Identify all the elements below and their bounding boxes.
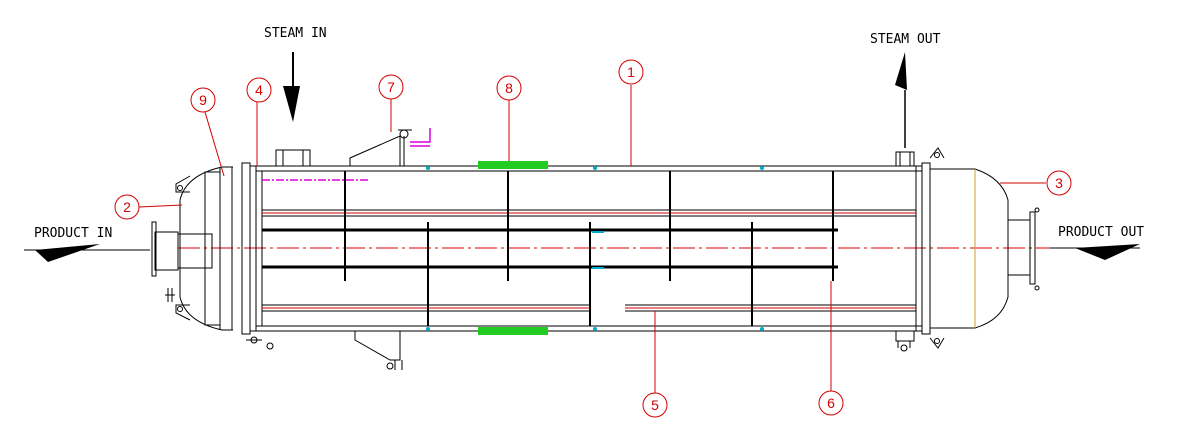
- inlet-head: [165, 162, 257, 335]
- svg-text:7: 7: [387, 79, 395, 95]
- insulation-band-bottom: [478, 327, 548, 335]
- steam-in-label: STEAM IN: [264, 26, 327, 41]
- tube-bundle: [262, 209, 916, 312]
- callout-9: 9: [190, 87, 225, 177]
- callout-2: 2: [114, 194, 183, 220]
- drain-fittings: [246, 330, 915, 352]
- svg-text:5: 5: [651, 397, 659, 413]
- callout-3: 3: [1000, 170, 1072, 196]
- callout-7: 7: [378, 74, 404, 132]
- svg-text:2: 2: [123, 199, 131, 215]
- steam-outlet-nozzle: [895, 151, 915, 167]
- instrument-connector: [410, 128, 431, 147]
- svg-text:3: 3: [1055, 175, 1063, 191]
- callout-4: 4: [246, 77, 272, 166]
- outlet-nozzle: [1007, 207, 1040, 291]
- product-out-arrow: [1040, 244, 1140, 260]
- product-in-label: PRODUCT IN: [34, 226, 112, 241]
- baffles: [344, 171, 834, 326]
- insulation-band-top: [478, 161, 548, 169]
- product-in-arrow: [24, 244, 150, 262]
- steam-out-label: STEAM OUT: [870, 32, 941, 47]
- steam-in-arrow: [283, 52, 300, 122]
- steam-out-arrow: [895, 52, 907, 148]
- callout-1: 1: [618, 59, 644, 166]
- callout-6: 6: [818, 281, 844, 416]
- product-out-label: PRODUCT OUT: [1058, 225, 1144, 240]
- nozzle-markers: [426, 166, 764, 331]
- callout-5: 5: [642, 311, 668, 418]
- svg-text:1: 1: [627, 64, 635, 80]
- saddle-support: [354, 331, 403, 370]
- callout-8: 8: [496, 75, 522, 161]
- vent-bracket: [349, 129, 412, 166]
- svg-text:8: 8: [505, 80, 513, 96]
- steam-inlet-nozzle: [275, 149, 311, 167]
- svg-text:9: 9: [199, 92, 207, 108]
- svg-text:6: 6: [827, 395, 835, 411]
- inlet-nozzle: [151, 221, 213, 277]
- svg-text:4: 4: [255, 82, 263, 98]
- shell: [256, 162, 931, 335]
